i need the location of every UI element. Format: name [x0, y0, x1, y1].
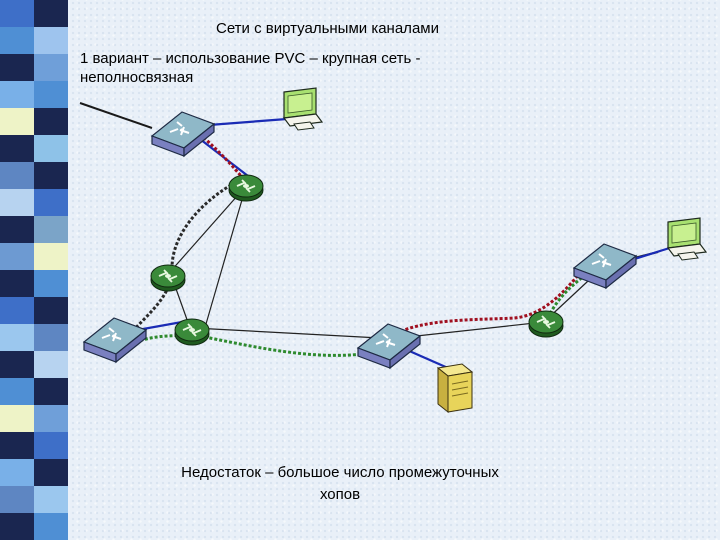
monitor-icon — [667, 217, 707, 261]
sidebar-block — [0, 243, 34, 270]
sidebar-block — [34, 27, 68, 54]
sidebar-block — [34, 243, 68, 270]
subtitle-line-1: 1 вариант – использование PVC – крупная … — [80, 50, 421, 67]
sidebar-block — [0, 81, 34, 108]
sidebar-block — [0, 378, 34, 405]
router-icon — [528, 310, 564, 338]
sidebar-block — [34, 486, 68, 513]
subtitle-line-2: неполносвязная — [80, 69, 194, 86]
sidebar-block — [0, 459, 34, 486]
sidebar-block — [34, 162, 68, 189]
virtual-circuit-green — [125, 334, 377, 357]
router-icon — [174, 318, 210, 346]
sidebar-block — [34, 432, 68, 459]
sidebar-block — [0, 27, 34, 54]
sidebar-block — [34, 459, 68, 486]
router-icon — [150, 264, 186, 292]
sidebar-block — [0, 108, 34, 135]
sidebar-block — [0, 432, 34, 459]
sidebar-block — [34, 108, 68, 135]
sidebar-block — [34, 270, 68, 297]
sidebar-block — [0, 324, 34, 351]
sidebar-block — [34, 189, 68, 216]
sidebar-block — [34, 378, 68, 405]
sidebar-block — [0, 270, 34, 297]
sidebar-block — [0, 135, 34, 162]
switch-icon — [151, 111, 215, 157]
note-line-1: Недостаток – большое число промежуточных — [181, 464, 499, 481]
sidebar-block — [0, 351, 34, 378]
note-line-2: хопов — [319, 486, 361, 503]
decorative-sidebar — [0, 0, 70, 540]
switch-icon — [83, 317, 147, 363]
virtual-circuit-dark — [124, 178, 241, 340]
sidebar-block — [0, 0, 34, 27]
sidebar-block — [34, 81, 68, 108]
slide-subtitle: 1 вариант – использование PVC – крупная … — [80, 49, 520, 87]
sidebar-block — [34, 0, 68, 27]
sidebar-block — [34, 351, 68, 378]
router-icon — [228, 174, 264, 202]
slide-title: Сети с виртуальными каналами — [216, 20, 439, 37]
sidebar-block — [34, 54, 68, 81]
sidebar-block — [0, 216, 34, 243]
sidebar-block — [0, 189, 34, 216]
sidebar-block — [0, 162, 34, 189]
server-icon — [436, 363, 474, 414]
link-thin — [79, 102, 153, 129]
sidebar-block — [34, 513, 68, 540]
link-thin — [169, 185, 247, 273]
sidebar-block — [0, 513, 34, 540]
sidebar-block — [34, 297, 68, 324]
sidebar-block — [34, 405, 68, 432]
sidebar-block — [34, 324, 68, 351]
sidebar-block — [0, 405, 34, 432]
switch-icon — [573, 243, 637, 289]
monitor-icon — [283, 87, 323, 131]
switch-icon — [357, 323, 421, 369]
sidebar-block — [34, 135, 68, 162]
link-thin — [205, 185, 247, 325]
sidebar-block — [0, 486, 34, 513]
link-thin — [193, 327, 381, 339]
sidebar-block — [0, 54, 34, 81]
drawback-note: Недостаток – большое число промежуточных… — [146, 462, 534, 506]
sidebar-block — [34, 216, 68, 243]
sidebar-block — [0, 297, 34, 324]
